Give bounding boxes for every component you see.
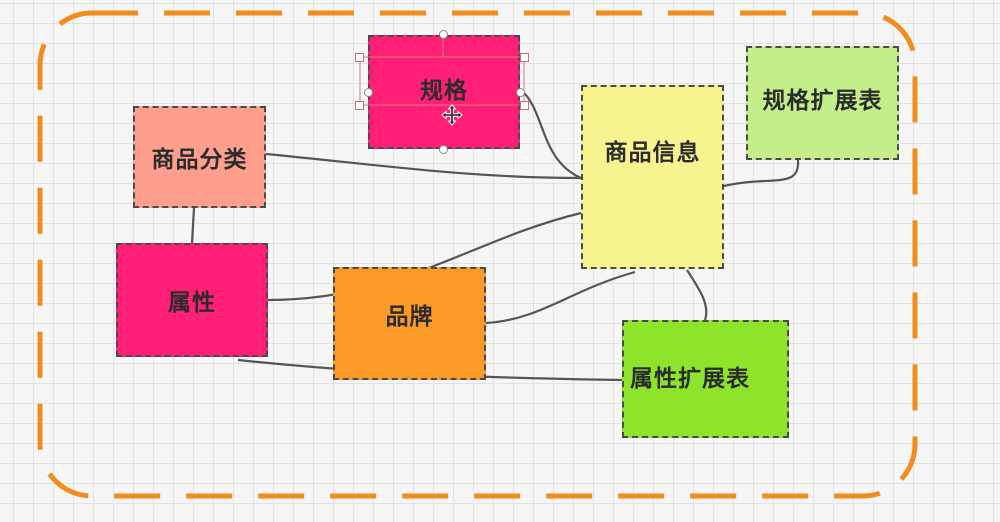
edge-category-attribute[interactable] — [190, 207, 196, 244]
edge-product-attrext[interactable] — [686, 269, 708, 321]
connect-handle-left[interactable] — [364, 88, 373, 97]
resize-handle-top-right[interactable] — [520, 53, 529, 62]
node-spec-ext[interactable]: 规格扩展表 — [746, 46, 899, 160]
node-attr-ext[interactable]: 属性扩展表 — [622, 320, 789, 438]
resize-handle-top-left[interactable] — [355, 53, 364, 62]
edge-spec-product[interactable] — [520, 89, 582, 180]
boundary-frame — [37, 10, 918, 499]
node-attribute[interactable]: 属性 — [116, 243, 268, 357]
edge-attribute-product[interactable] — [267, 211, 582, 302]
move-cursor-icon — [441, 104, 463, 126]
node-spec[interactable]: 规格 — [368, 35, 520, 149]
node-product-info[interactable]: 商品信息 — [581, 85, 724, 269]
edge-category-product[interactable] — [265, 152, 582, 180]
resize-handle-bottom-left[interactable] — [355, 101, 364, 110]
edge-specext-product[interactable] — [723, 159, 800, 188]
node-label: 规格 — [420, 78, 468, 104]
node-label: 属性 — [168, 290, 216, 316]
connect-handle-bottom[interactable] — [439, 145, 448, 154]
edge-brand-product[interactable] — [485, 270, 636, 325]
rotate-handle[interactable] — [439, 30, 448, 39]
node-label: 商品信息 — [604, 140, 701, 166]
connect-handle-right[interactable] — [516, 88, 525, 97]
resize-handle-bottom-right[interactable] — [520, 101, 529, 110]
node-label: 商品分类 — [151, 147, 248, 173]
node-category[interactable]: 商品分类 — [133, 106, 266, 208]
node-label: 规格扩展表 — [762, 88, 883, 114]
node-brand[interactable]: 品牌 — [333, 267, 486, 380]
node-label: 属性扩展表 — [630, 366, 750, 392]
node-label: 品牌 — [385, 304, 434, 330]
